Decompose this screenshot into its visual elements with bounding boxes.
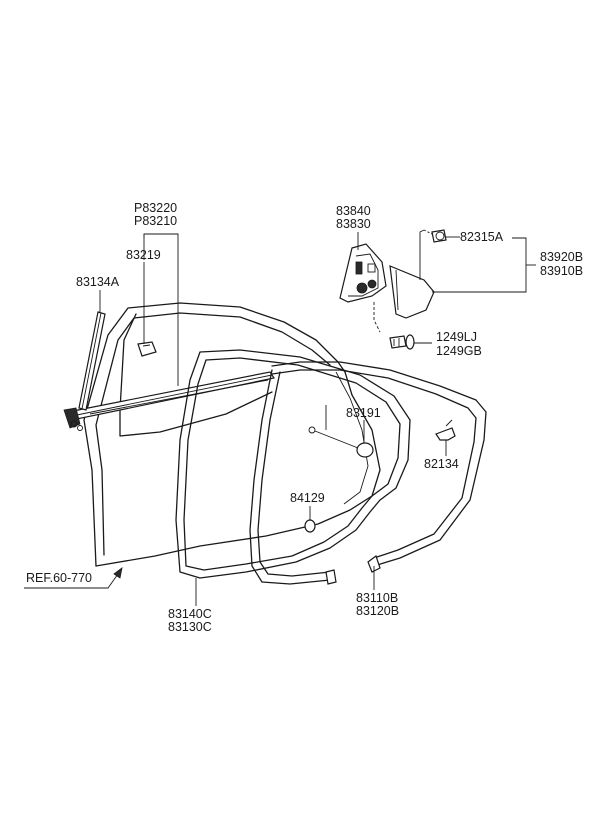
bracket-82134	[435, 419, 456, 441]
label-83920b: 83920B	[540, 250, 583, 264]
clip-82315a	[423, 229, 447, 243]
label-83830: 83830	[336, 217, 371, 231]
label-83130c: 83130C	[168, 620, 212, 634]
screw-1249	[389, 334, 415, 350]
label-82315a: 82315A	[460, 230, 504, 244]
clip-part	[137, 341, 157, 357]
label-p83220: P83220	[134, 201, 177, 215]
label-p83210: P83210	[134, 214, 177, 228]
glass-run-channel	[78, 311, 106, 411]
label-ref: REF.60-770	[26, 571, 92, 585]
label-83134a: 83134A	[76, 275, 120, 289]
belt-weatherstrip	[63, 371, 275, 431]
label-84129: 84129	[290, 491, 325, 505]
leader-lines	[24, 229, 536, 606]
door-weatherstrip	[175, 349, 411, 579]
label-83120b: 83120B	[356, 604, 399, 618]
body-side-weatherstrip	[249, 361, 487, 585]
label-82134: 82134	[424, 457, 459, 471]
plug-83191	[356, 442, 374, 458]
label-83110b: 83110B	[356, 591, 398, 605]
label-1249gb: 1249GB	[436, 344, 482, 358]
rear-door-panel	[83, 302, 381, 567]
delta-outer-cover	[389, 265, 435, 319]
label-1249lj: 1249LJ	[436, 330, 477, 344]
label-83840: 83840	[336, 204, 371, 218]
label-83219: 83219	[126, 248, 161, 262]
label-83191: 83191	[346, 406, 381, 420]
delta-inner-cover	[339, 243, 387, 333]
plug-84129	[304, 519, 316, 533]
label-83910b: 83910B	[540, 264, 583, 278]
label-83140c: 83140C	[168, 607, 212, 621]
callout-labels: P83220 P83210 83219 83134A 83840 83830 8…	[26, 201, 583, 634]
